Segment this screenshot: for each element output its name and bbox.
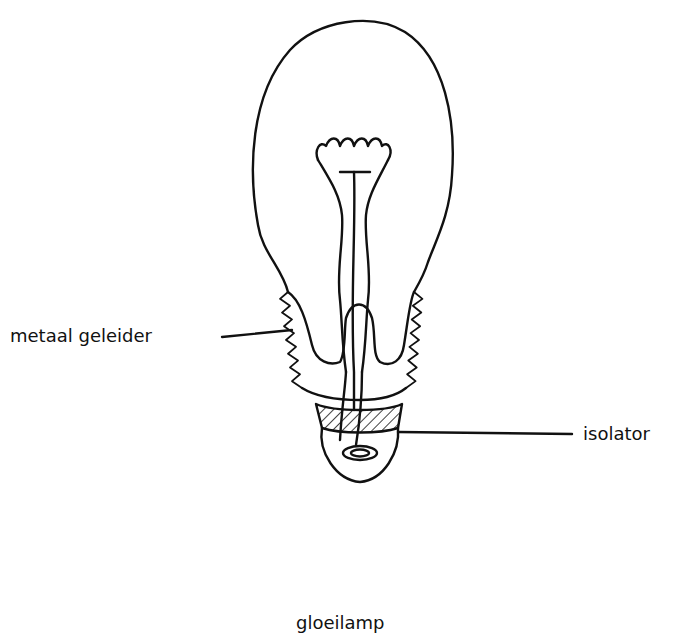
support-wire — [362, 160, 388, 372]
screw-base-edge — [302, 388, 406, 400]
lead-wire — [356, 372, 362, 445]
stem-wire — [353, 172, 355, 410]
leader-line — [398, 432, 572, 434]
part-label: metaal geleider — [10, 325, 152, 347]
bottom-contact — [351, 450, 369, 457]
insulator — [316, 404, 402, 433]
screw-thread — [280, 292, 302, 388]
filament-support — [340, 171, 370, 173]
filament — [317, 139, 391, 161]
glass-neck — [288, 292, 414, 364]
leader-line — [222, 330, 292, 337]
screw-thread — [406, 292, 422, 388]
part-label: isolator — [583, 423, 650, 445]
bottom-contact — [343, 446, 377, 460]
support-wire — [318, 160, 346, 372]
caption: gloeilamp — [296, 612, 385, 634]
contact-cap — [321, 428, 398, 482]
